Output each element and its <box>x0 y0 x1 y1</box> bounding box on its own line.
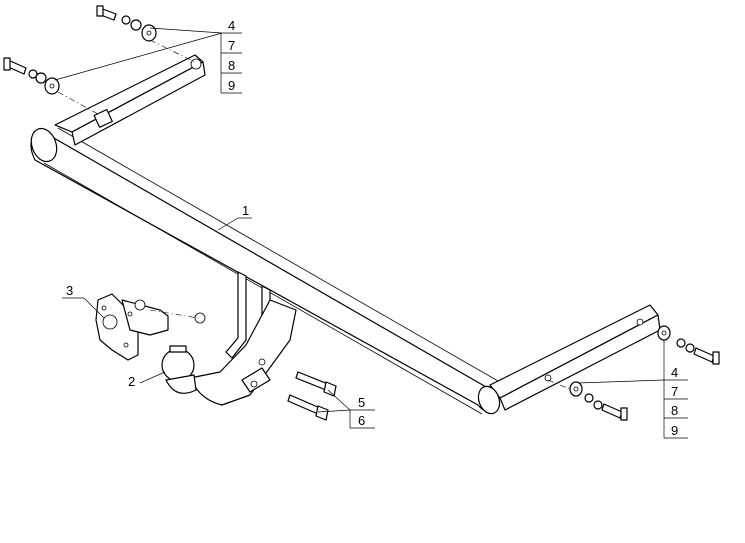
callout-labels-bolts: 5 6 <box>358 395 365 428</box>
callout-tow-ball: 2 <box>128 374 135 389</box>
callout-top-8: 8 <box>228 58 235 73</box>
callout-labels-right: 4 7 8 9 <box>671 365 678 438</box>
left-bracket-top-nut <box>190 58 202 70</box>
socket-plate-center-hole <box>102 314 118 330</box>
socket-plate-hole <box>123 342 129 348</box>
bolt-group-center <box>287 371 337 421</box>
callout-socket-plate: 3 <box>66 283 73 298</box>
right-mounting-bracket <box>477 304 661 415</box>
neck-mounting-hole-upper <box>258 358 266 366</box>
right-bracket-hole <box>544 374 552 382</box>
neck-mounting-hole <box>250 380 258 388</box>
callout-right-8: 8 <box>671 403 678 418</box>
hardware-stack-right <box>547 325 720 421</box>
right-bracket-hole-outer <box>636 318 644 326</box>
hardware-stack-top <box>3 5 196 116</box>
socket-plate-nut <box>134 299 146 311</box>
leaders <box>54 27 688 439</box>
left-mounting-bracket <box>54 54 206 146</box>
callout-top-9: 9 <box>228 78 235 93</box>
callout-top-4: 4 <box>228 18 235 33</box>
callout-bolt-6: 6 <box>358 413 365 428</box>
tow-ball <box>161 345 197 394</box>
tow-ball-neck <box>189 271 297 406</box>
callout-right-4: 4 <box>671 365 678 380</box>
callout-crossbar: 1 <box>242 203 249 218</box>
callout-top-7: 7 <box>228 38 235 53</box>
callout-right-9: 9 <box>671 423 678 438</box>
socket-plate-hole <box>127 311 133 317</box>
socket-plate-hole <box>101 305 107 311</box>
callout-labels-top: 4 7 8 9 <box>228 18 235 93</box>
callout-right-7: 7 <box>671 384 678 399</box>
socket-plate <box>95 293 206 361</box>
callout-bolt-5: 5 <box>358 395 365 410</box>
loose-nut <box>194 312 206 324</box>
